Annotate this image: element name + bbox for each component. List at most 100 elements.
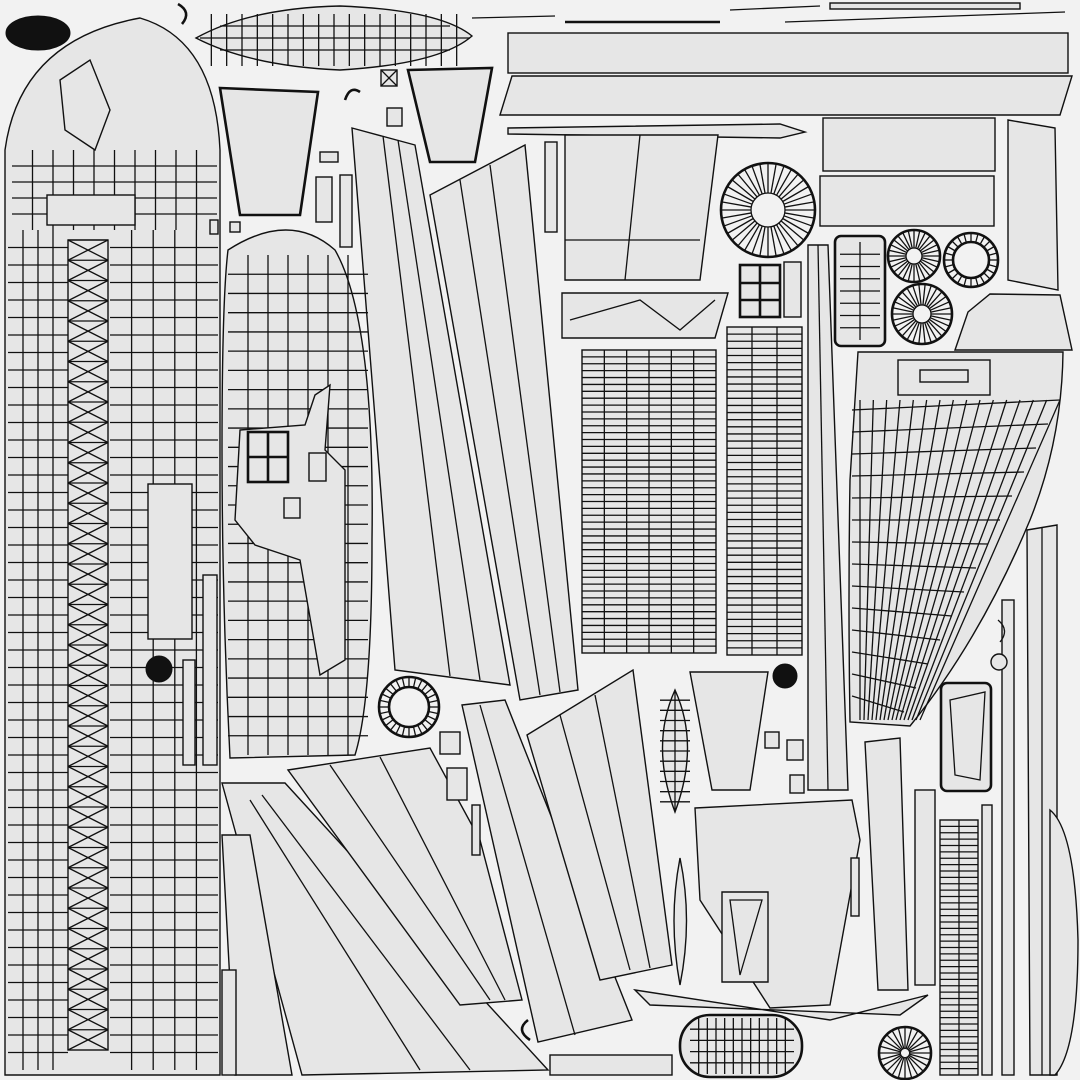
ring-spoke	[963, 277, 967, 287]
right-top-rectangles	[819, 117, 1073, 351]
ring-spoke	[956, 236, 963, 245]
radial-disc-small-b	[890, 282, 954, 346]
ring-spoke	[381, 693, 392, 699]
disc-spoke	[894, 301, 915, 311]
disc-spoke	[784, 212, 815, 219]
disc-spoke	[901, 291, 917, 308]
top-right-long-bars	[499, 32, 1073, 116]
fan-line	[919, 399, 1061, 721]
right-edge-strips	[914, 524, 1079, 1076]
disc-spoke	[928, 295, 947, 310]
ring-spoke	[385, 718, 394, 727]
lattice-line	[67, 867, 109, 889]
radial-disc-large	[719, 161, 817, 259]
ring-spoke	[417, 679, 423, 690]
disc-spoke	[927, 320, 943, 337]
disc-spoke	[751, 225, 763, 255]
small-parts-cluster	[145, 151, 353, 766]
disc-spoke	[906, 1030, 919, 1050]
disc-spoke	[906, 321, 919, 341]
fan-line	[899, 399, 994, 721]
ring-spoke	[956, 275, 963, 284]
ring-spoke	[983, 272, 991, 280]
panel-line	[479, 704, 576, 1036]
ring-spoke	[983, 240, 991, 248]
disc-spoke	[892, 315, 914, 321]
small-arc-mark	[177, 2, 188, 25]
fan-line	[851, 607, 953, 617]
disc-spoke	[921, 249, 940, 255]
lattice-line	[67, 887, 109, 909]
disc-spoke	[886, 1055, 903, 1072]
disc-spoke	[780, 179, 805, 200]
fan-line	[915, 399, 1048, 721]
disc-spoke	[908, 1054, 928, 1067]
disc-spoke	[759, 226, 766, 257]
ring-island-b	[942, 231, 1000, 289]
lattice-line	[67, 502, 109, 525]
ring-spoke	[426, 715, 437, 721]
ring-spoke	[385, 687, 394, 696]
disc-spoke	[723, 215, 753, 227]
disc-spoke	[912, 322, 920, 343]
bottom-grid-oval	[678, 1013, 804, 1079]
fan-line	[891, 399, 968, 721]
left-fuselage-panel	[4, 17, 221, 1076]
lattice-line	[67, 948, 109, 970]
lattice-line	[67, 239, 109, 261]
disc-spoke	[902, 262, 912, 280]
ring-spoke	[944, 252, 954, 256]
fan-line	[895, 399, 981, 721]
disc-spoke	[905, 1056, 913, 1079]
lattice-line	[67, 462, 109, 484]
disc-spoke	[908, 1039, 928, 1052]
top-fuselage-island	[194, 5, 474, 71]
panel-line	[594, 694, 651, 969]
lattice-line	[67, 664, 109, 687]
lattice-line	[67, 603, 109, 626]
panel-line	[329, 764, 491, 1001]
disc-spoke	[751, 165, 763, 195]
disc-spoke	[890, 244, 908, 254]
ring-spoke	[417, 724, 423, 735]
fan-line	[903, 399, 1008, 721]
disc-spoke	[919, 239, 935, 252]
lattice-line	[67, 907, 109, 930]
disc-spoke	[780, 220, 805, 241]
lower-tail-panels	[221, 668, 673, 1076]
ring-spoke	[420, 683, 429, 692]
ring-spoke	[428, 699, 439, 704]
disc-spoke	[905, 1027, 913, 1050]
disc-spoke	[897, 1027, 905, 1050]
fan-line	[851, 651, 929, 665]
lattice-line	[67, 320, 109, 342]
lattice-line	[67, 259, 109, 282]
disc-spoke	[897, 318, 916, 333]
ring-island	[377, 675, 441, 739]
lattice-line	[67, 1008, 109, 1031]
ring-spoke	[986, 245, 995, 252]
fan-line	[911, 399, 1034, 721]
ring-spoke	[412, 677, 417, 688]
disc-spoke	[731, 179, 756, 200]
disc-spoke	[902, 232, 912, 250]
disc-spoke	[743, 224, 761, 252]
lattice-line	[67, 745, 109, 768]
tail-fin-panel	[561, 134, 729, 339]
disc-spoke	[925, 321, 938, 341]
disc-spoke	[929, 301, 950, 311]
disc-spoke	[907, 1055, 924, 1072]
lattice-line	[67, 340, 109, 363]
lattice-line	[67, 543, 109, 565]
ring-spoke	[947, 268, 956, 275]
disc-spoke	[930, 315, 952, 321]
disc-spoke	[906, 287, 919, 307]
disc-spoke	[737, 222, 758, 247]
lattice-line	[67, 846, 109, 869]
disc-spoke	[920, 244, 938, 254]
disc-spoke	[782, 217, 810, 235]
fan-line	[851, 423, 1049, 433]
lens-shape-a	[660, 688, 690, 815]
lattice-line	[67, 381, 109, 403]
